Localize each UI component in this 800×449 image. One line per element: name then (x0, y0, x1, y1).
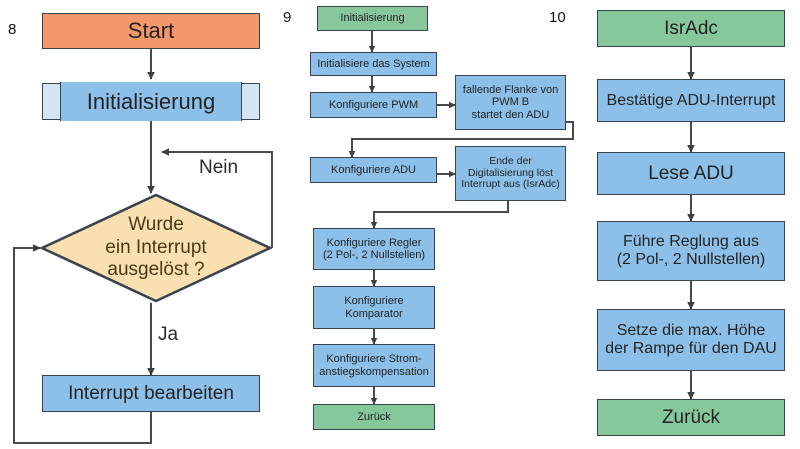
note-pwm-b[interactable]: fallende Flanke von PWM B startet den AD… (455, 75, 566, 130)
note-adu-ende[interactable]: Ende der Digitalisierung löst Interrupt … (455, 146, 566, 201)
node-konfiguriere-komparator[interactable]: Konfiguriere Komparator (313, 286, 435, 329)
konf-komp-line-1: Konfiguriere (344, 295, 404, 308)
setze-line-1: Setze die max. Höhe (616, 322, 766, 340)
node-konfiguriere-stromanstiegskompensation[interactable]: Konfiguriere Strom- anstiegskompensation (313, 344, 435, 387)
node-fuehre-reglung-aus[interactable]: Führe Reglung aus (2 Pol-, 2 Nullstellen… (597, 221, 785, 281)
fuehre-line-2: (2 Pol-, 2 Nullstellen) (616, 251, 766, 268)
node-start[interactable]: Start (42, 13, 260, 49)
note-pwm-line-1: fallende Flanke von (462, 84, 559, 97)
note-adu-line-2: Digitalisierung löst (467, 166, 554, 179)
node-setze-max-hoehe[interactable]: Setze die max. Höhe der Rampe für den DA… (597, 309, 785, 371)
konf-regler-line-2: (2 Pol-, 2 Nullstellen) (322, 249, 426, 261)
note-adu-line-1: Ende der (489, 154, 532, 167)
decision-line-3: ausgelöst ? (107, 259, 205, 281)
node-konfiguriere-regler[interactable]: Konfiguriere Regler (2 Pol-, 2 Nullstell… (313, 228, 435, 270)
setze-line-2: der Rampe für den DAU (605, 340, 777, 357)
node-bestaetige-adu-interrupt[interactable]: Bestätige ADU-Interrupt (597, 79, 785, 122)
node-init-start[interactable]: Initialisierung (317, 6, 428, 31)
node-konfiguriere-adu[interactable]: Konfiguriere ADU (310, 157, 437, 183)
decision-text: Wurde ein Interrupt ausgelöst ? (40, 193, 272, 303)
konf-strom-line-1: Konfiguriere Strom- (326, 353, 422, 366)
node-lese-adu[interactable]: Lese ADU (597, 152, 785, 195)
fuehre-line-1: Führe Reglung aus (622, 233, 760, 251)
node-initialisierung[interactable]: Initialisierung (42, 82, 260, 121)
panel-number-10: 10 (549, 9, 566, 26)
node-isradc[interactable]: IsrAdc (597, 10, 785, 47)
panel-number-9: 9 (283, 9, 292, 26)
note-pwm-line-2: PWM B (491, 96, 530, 109)
node-konfiguriere-pwm[interactable]: Konfiguriere PWM (310, 92, 437, 118)
node-initialisierung-label: Initialisierung (60, 82, 242, 121)
node-interrupt-bearbeiten[interactable]: Interrupt bearbeiten (42, 375, 260, 412)
wire9-note2-to-regler (370, 201, 509, 229)
node-zurueck-10[interactable]: Zurück (597, 399, 785, 436)
edge-label-ja: Ja (158, 324, 179, 345)
node-init-system[interactable]: Initialisiere das System (310, 52, 437, 76)
note-adu-line-3: Interrupt aus (IsrAdc) (461, 178, 560, 191)
note-pwm-line-3: startet den ADU (471, 108, 550, 121)
decision-line-2: ein Interrupt (105, 236, 207, 258)
konf-regler-line-1: Konfiguriere Regler (326, 236, 422, 249)
decision-line-1: Wurde (128, 214, 184, 236)
node-decision-interrupt[interactable]: Wurde ein Interrupt ausgelöst ? (40, 193, 272, 303)
konf-komp-line-2: Komparator (345, 307, 403, 320)
decision-diamond-shape (40, 193, 272, 303)
node-zurueck-9[interactable]: Zurück (313, 404, 435, 430)
edge-label-nein: Nein (199, 157, 239, 178)
panel-number-8: 8 (8, 21, 17, 38)
konf-strom-line-2: anstiegskompensation (319, 365, 429, 378)
